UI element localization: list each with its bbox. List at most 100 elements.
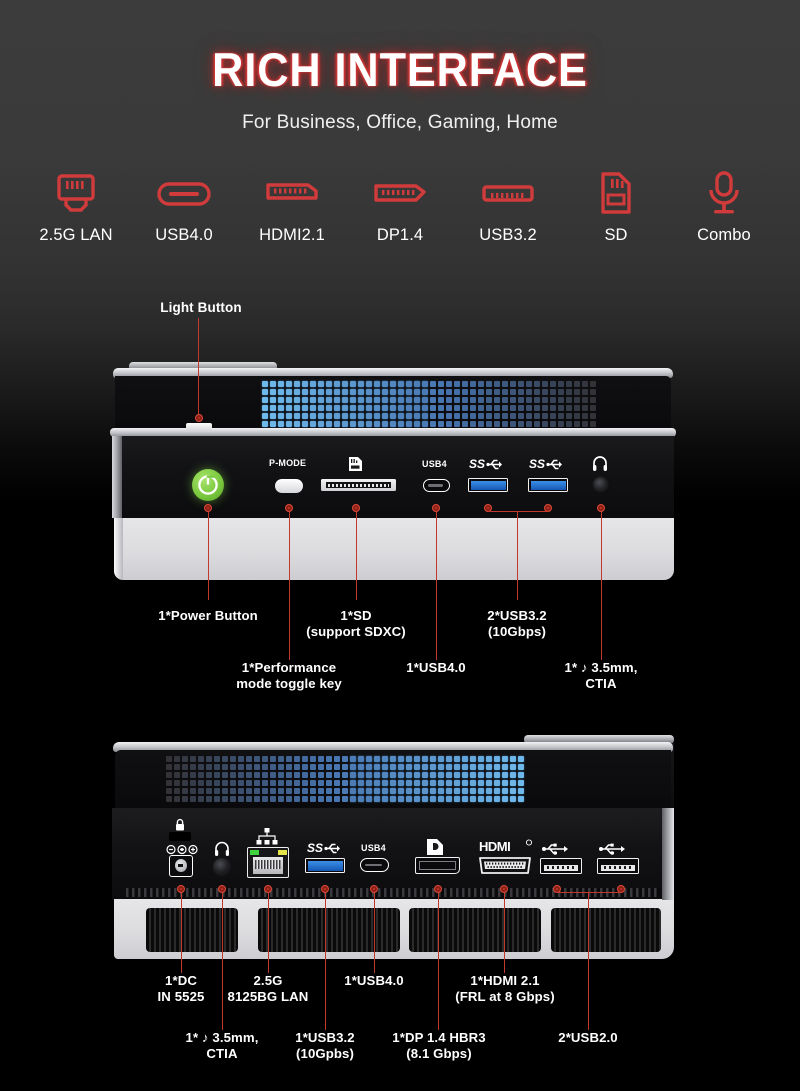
sd-card-slot[interactable] bbox=[321, 479, 396, 491]
vent-dot bbox=[286, 764, 292, 770]
callout-usb4: 1*USB4.0 bbox=[406, 660, 466, 675]
vent-dot bbox=[318, 788, 324, 794]
vent-dot bbox=[454, 796, 460, 802]
vent-dot bbox=[270, 421, 276, 427]
lan-rj45-port[interactable] bbox=[247, 847, 289, 878]
callout-rear-usb4: 1*USB4.0 bbox=[344, 973, 404, 988]
vent-dot bbox=[438, 780, 444, 786]
vent-dot bbox=[334, 796, 340, 802]
audio-jack-rear[interactable] bbox=[213, 858, 231, 876]
dc-in-port[interactable] bbox=[169, 855, 193, 877]
vent-dot bbox=[382, 405, 388, 411]
vent-dot bbox=[278, 788, 284, 794]
vent-dot bbox=[390, 405, 396, 411]
vent-dot bbox=[510, 397, 516, 403]
front-device-rear-slab bbox=[131, 369, 275, 431]
usb32-port-1-label-icon: SS bbox=[469, 456, 503, 476]
vent-dot bbox=[414, 381, 420, 387]
vent-dot bbox=[302, 413, 308, 419]
vent-dot bbox=[566, 381, 572, 387]
vent-dot bbox=[318, 421, 324, 427]
vent-dot bbox=[406, 397, 412, 403]
svg-text:SS: SS bbox=[529, 457, 545, 471]
usb2-port-2[interactable] bbox=[597, 858, 639, 874]
vent-dot bbox=[310, 381, 316, 387]
leader-rear-usb4 bbox=[374, 893, 376, 973]
vent-dot bbox=[414, 421, 420, 427]
vent-dot bbox=[422, 405, 428, 411]
vent-dot bbox=[358, 421, 364, 427]
vent-dot bbox=[366, 413, 372, 419]
power-button[interactable] bbox=[192, 469, 224, 501]
vent-dot bbox=[238, 772, 244, 778]
vent-dot bbox=[294, 381, 300, 387]
vent-dot bbox=[390, 780, 396, 786]
vent-dot bbox=[438, 405, 444, 411]
usb4-type-c-port[interactable] bbox=[423, 479, 450, 492]
vent-dot bbox=[494, 421, 500, 427]
vent-dot bbox=[438, 756, 444, 762]
vent-dot bbox=[438, 413, 444, 419]
vent-dot bbox=[318, 381, 324, 387]
vent-dot bbox=[470, 756, 476, 762]
vent-dot bbox=[278, 397, 284, 403]
svg-text:SS: SS bbox=[307, 841, 323, 855]
vent-dot bbox=[470, 772, 476, 778]
vent-dot bbox=[262, 756, 268, 762]
marker-lan bbox=[264, 885, 272, 893]
vent-dot bbox=[302, 796, 308, 802]
vent-dot bbox=[334, 413, 340, 419]
vent-dot bbox=[518, 389, 524, 395]
vent-dot bbox=[590, 421, 596, 427]
vent-dot bbox=[230, 780, 236, 786]
vent-dot bbox=[382, 397, 388, 403]
hdmi-port[interactable] bbox=[478, 857, 532, 874]
vent-dot bbox=[430, 788, 436, 794]
rear-usb32-port[interactable] bbox=[305, 858, 345, 873]
audio-jack-front[interactable] bbox=[592, 476, 610, 494]
front-left-side-strip bbox=[112, 436, 122, 518]
vent-dot bbox=[278, 772, 284, 778]
vent-dot bbox=[414, 405, 420, 411]
front-device-chassis-rail bbox=[113, 368, 673, 378]
usb32-port-2[interactable] bbox=[528, 478, 568, 492]
vent-dot bbox=[574, 389, 580, 395]
vent-dot bbox=[182, 764, 188, 770]
vent-dot bbox=[262, 413, 268, 419]
vent-dot bbox=[470, 397, 476, 403]
vent-dot bbox=[414, 389, 420, 395]
vent-dot bbox=[406, 756, 412, 762]
pmode-button[interactable] bbox=[275, 479, 303, 493]
displayport-port[interactable] bbox=[415, 857, 460, 874]
vent-dot bbox=[318, 405, 324, 411]
rear-grille-2 bbox=[258, 908, 400, 952]
vent-dot bbox=[382, 796, 388, 802]
vent-dot bbox=[582, 381, 588, 387]
vent-dot bbox=[446, 764, 452, 770]
rear-usb4-type-c-port[interactable] bbox=[360, 858, 389, 872]
vent-dot bbox=[502, 413, 508, 419]
vent-dot bbox=[166, 780, 172, 786]
vent-dot bbox=[286, 421, 292, 427]
vent-dot bbox=[430, 764, 436, 770]
vent-dot bbox=[558, 389, 564, 395]
vent-dot bbox=[206, 756, 212, 762]
usb2-port-1[interactable] bbox=[540, 858, 582, 874]
vent-dot bbox=[398, 756, 404, 762]
vent-dot bbox=[454, 405, 460, 411]
usb32-port-1[interactable] bbox=[468, 478, 508, 492]
vent-dot bbox=[590, 405, 596, 411]
kensington-lock-slot[interactable] bbox=[169, 832, 191, 841]
vent-dot bbox=[478, 756, 484, 762]
vent-dot bbox=[262, 405, 268, 411]
vent-dot bbox=[494, 389, 500, 395]
vent-dot bbox=[246, 796, 252, 802]
vent-dot bbox=[214, 764, 220, 770]
rear-grille-1 bbox=[146, 908, 238, 952]
vent-dot bbox=[406, 413, 412, 419]
vent-dot bbox=[278, 756, 284, 762]
light-button[interactable] bbox=[186, 423, 212, 432]
marker-usb2-right bbox=[617, 885, 625, 893]
callout-audio-front: 1* ♪ 3.5mm, CTIA bbox=[564, 660, 638, 692]
icon-cell-hdmi: HDMI2.1 bbox=[240, 168, 344, 245]
